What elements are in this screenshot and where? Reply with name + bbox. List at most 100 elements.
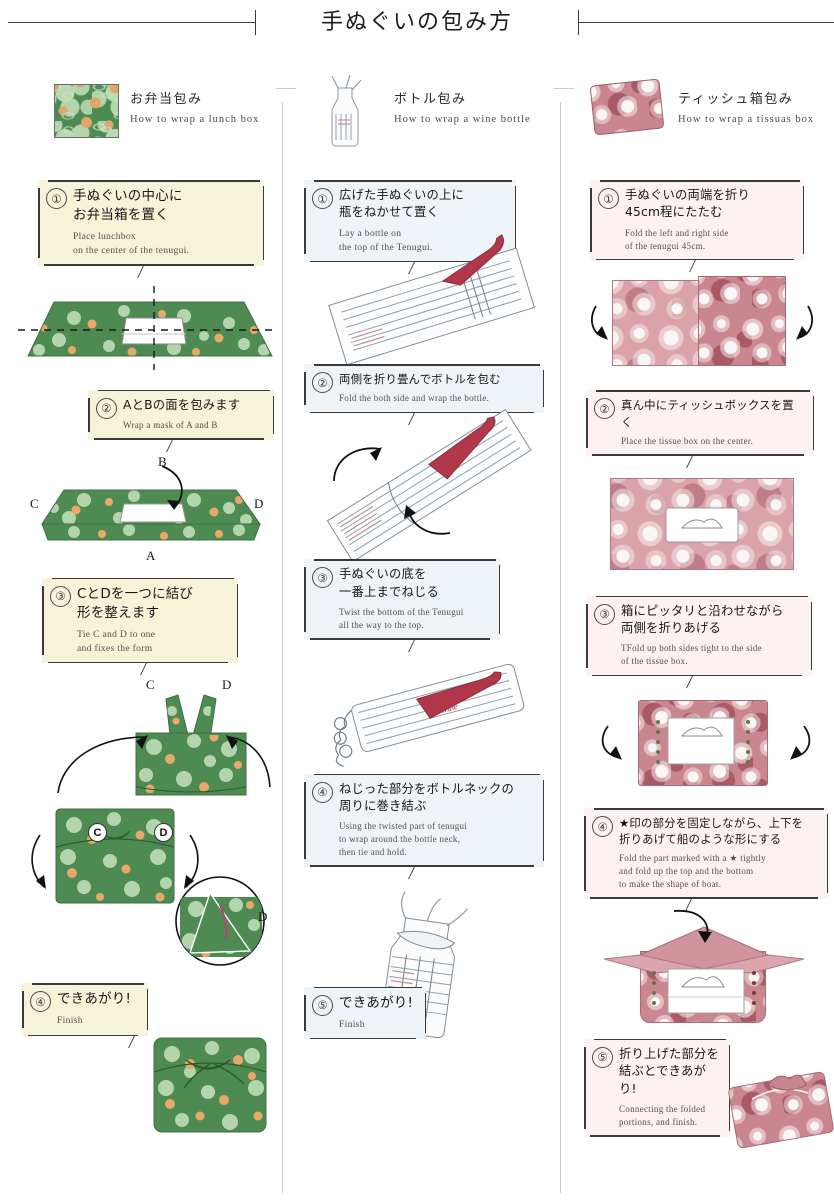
figure-lunchbox-finished <box>14 1020 282 1140</box>
step-text-en: Wrap a mask of A and B <box>123 419 218 430</box>
step-tissuebox-5: ⑤ 折り上げた部分を 結ぶとできあがり! Connecting the fold… <box>582 1038 834 1159</box>
step-text-jp: ★印の部分を固定しながら、上下を 折りあげて船のような形にする <box>619 816 804 847</box>
step-callout: ① 広げた手ぬぐいの上に 瓶をねかせて置く Lay a bottle on th… <box>304 180 516 263</box>
step-lunchbox-3: ③ CとDを一つに結び 形を整えます Tie C and D to one an… <box>14 577 282 802</box>
step-bottle-3: ③ 手ぬぐいの底を 一番上までねじる Twist the bottom of t… <box>300 559 558 769</box>
step-text-en: Fold the part marked with a ★ tightly an… <box>619 853 766 889</box>
figure-tenugui-flat-with-box <box>14 278 282 374</box>
step-number: ② <box>96 397 117 419</box>
tissuebox-thumbnail-icon <box>589 78 665 136</box>
label-B: B <box>158 453 167 469</box>
figure-tenugui-tie-cd: C D <box>14 675 282 801</box>
step-lunchbox-2: ② AとBの面を包みます Wrap a mask of A and B B C … <box>14 389 282 564</box>
step-text-en: Fold the both side and wrap the bottle. <box>339 393 490 404</box>
step-number: ① <box>46 188 67 209</box>
step-text-en: Place the tissue box on the center. <box>621 435 754 446</box>
step-callout: ④ できあがり! Finish <box>22 983 148 1037</box>
step-tissuebox-2: ② 真ん中にティッシュボックスを置く Place the tissue box … <box>582 390 832 583</box>
step-number: ④ <box>312 781 333 803</box>
step-text-en: Finish <box>339 1018 365 1030</box>
column-divider-2 <box>553 88 587 1193</box>
column-title-jp: ティッシュ箱包み <box>678 92 794 107</box>
step-text-jp: ねじった部分をボトルネックの 周りに巻き結ぶ <box>339 781 514 813</box>
figure-tissue-sides-up <box>582 688 832 798</box>
step-text-en: Place lunchbox on the center of the tenu… <box>73 231 190 256</box>
svg-text:wine: wine <box>439 700 458 714</box>
header-rule-left <box>8 22 256 23</box>
column-title-jp: お弁当包み <box>130 92 203 107</box>
step-text-en: Twist the bottom of the Tenugui all the … <box>339 606 464 630</box>
step-callout: ③ CとDを一つに結び 形を整えます Tie C and D to one an… <box>42 577 238 664</box>
cloth-panel-right <box>698 276 786 367</box>
step-text-jp: 広げた手ぬぐいの上に 瓶をねかせて置く <box>339 188 464 220</box>
step-text-jp: 手ぬぐいの中心に お弁当箱を置く <box>73 188 183 224</box>
figure-tissue-cloth-fold-sides <box>582 272 832 376</box>
step-callout: ⑤ できあがり! Finish <box>304 986 426 1040</box>
column-bottle: ボトル包み How to wrap a wine bottle ① 広げた手ぬぐ… <box>300 74 558 1043</box>
step-text-en: Using the twisted part of tenugui to wra… <box>339 821 468 857</box>
header-rule-right <box>578 22 834 23</box>
step-text-jp: できあがり! <box>339 994 414 1011</box>
figure-bottle-twisted: wine <box>300 652 558 770</box>
step-number: ① <box>312 188 333 209</box>
step-lunchbox-4: ④ できあがり! Finish <box>14 983 282 1140</box>
step-text-jp: CとDを一つに結び 形を整えます <box>77 585 194 621</box>
column-header-lunchbox: お弁当包み How to wrap a lunch box <box>14 80 282 158</box>
page-header: 手ぬぐいの包み方 <box>0 0 834 60</box>
step-number: ⑤ <box>312 994 333 1016</box>
figure-tissue-finished <box>582 1063 834 1159</box>
step-tissuebox-1: ① 手ぬぐいの両端を折り 45cm程にたたむ Fold the left and… <box>582 180 832 376</box>
step-text-jp: 箱にピッタリと沿わせながら 両側を折りあげる <box>621 603 784 636</box>
step-bottle-4: ④ ねじった部分をボトルネックの 周りに巻き結ぶ Using the twist… <box>300 773 558 1038</box>
step-text-jp: 両側を折り畳んでボトルを包む <box>339 372 501 387</box>
step-lunchbox-1: ① 手ぬぐいの中心に お弁当箱を置く Place lunchbox on the… <box>14 180 282 374</box>
label-C: C <box>146 677 155 693</box>
figure-tie-detail: C D D <box>14 801 282 977</box>
step-text-jp: 手ぬぐいの両端を折り 45cm程にたたむ <box>625 188 750 220</box>
step-text-jp: 真ん中にティッシュボックスを置く <box>621 398 794 429</box>
step-callout: ③ 手ぬぐいの底を 一番上までねじる Twist the bottom of t… <box>304 559 500 640</box>
step-text-en: Lay a bottle on the top of the Tenugui. <box>339 227 433 253</box>
step-callout: ② 両側を折り畳んでボトルを包む Fold the both side and … <box>304 364 544 414</box>
step-bottle-5: ⑤ できあがり! Finish <box>300 986 558 1040</box>
step-bottle-1: ① 広げた手ぬぐいの上に 瓶をねかせて置く Lay a bottle on th… <box>300 180 558 366</box>
step-callout: ④ ★印の部分を固定しながら、上下を 折りあげて船のような形にする Fold t… <box>584 808 828 899</box>
label-D: D <box>254 495 264 511</box>
column-header-bottle: ボトル包み How to wrap a wine bottle <box>300 74 558 158</box>
label-C: C <box>30 495 39 511</box>
badge-C: C <box>88 823 107 843</box>
column-title-en: How to wrap a tissuas box <box>678 114 815 125</box>
step-callout: ② 真ん中にティッシュボックスを置く Place the tissue box … <box>586 390 814 456</box>
step-tissuebox-3: ③ 箱にピッタリと沿わせながら 両側を折りあげる TFold up both s… <box>582 595 832 798</box>
step-number: ③ <box>594 603 615 625</box>
column-title-jp: ボトル包み <box>394 92 467 107</box>
divider-line <box>560 102 561 1193</box>
column-tissuebox: ティッシュ箱包み How to wrap a tissuas box ① 手ぬぐ… <box>582 78 834 1163</box>
step-number: ⑤ <box>592 1046 613 1068</box>
step-number: ④ <box>592 816 613 838</box>
step-text-en: Fold the left and right side of the tenu… <box>625 227 729 251</box>
label-D: D <box>222 677 232 693</box>
column-lunchbox: お弁当包み How to wrap a lunch box ① 手ぬぐいの中心に… <box>14 80 282 1144</box>
step-text-en: TFold up both sides tight to the side of… <box>621 643 762 667</box>
step-number: ② <box>594 398 615 420</box>
label-D-detail: D <box>258 909 268 925</box>
step-callout: ① 手ぬぐいの両端を折り 45cm程にたたむ Fold the left and… <box>590 180 804 261</box>
step-number: ③ <box>50 585 71 607</box>
step-number: ④ <box>30 991 51 1013</box>
bottle-thumbnail-icon <box>324 74 366 147</box>
page-title: 手ぬぐいの包み方 <box>320 10 513 35</box>
lunchbox-thumbnail-icon <box>54 84 119 138</box>
divider-line <box>282 102 283 1193</box>
step-callout: ② AとBの面を包みます Wrap a mask of A and B <box>88 389 274 440</box>
figure-bottle-sides-folded <box>300 408 558 563</box>
column-divider-1 <box>275 88 309 1193</box>
step-number: ② <box>312 372 333 394</box>
step-text-en: Finish <box>57 1015 83 1027</box>
step-text-jp: AとBの面を包みます <box>123 397 241 412</box>
figure-bottle-on-cloth <box>300 234 558 366</box>
step-text-jp: できあがり! <box>57 991 132 1008</box>
column-title-en: How to wrap a wine bottle <box>394 114 531 125</box>
header-rule-left-cap <box>255 10 256 35</box>
